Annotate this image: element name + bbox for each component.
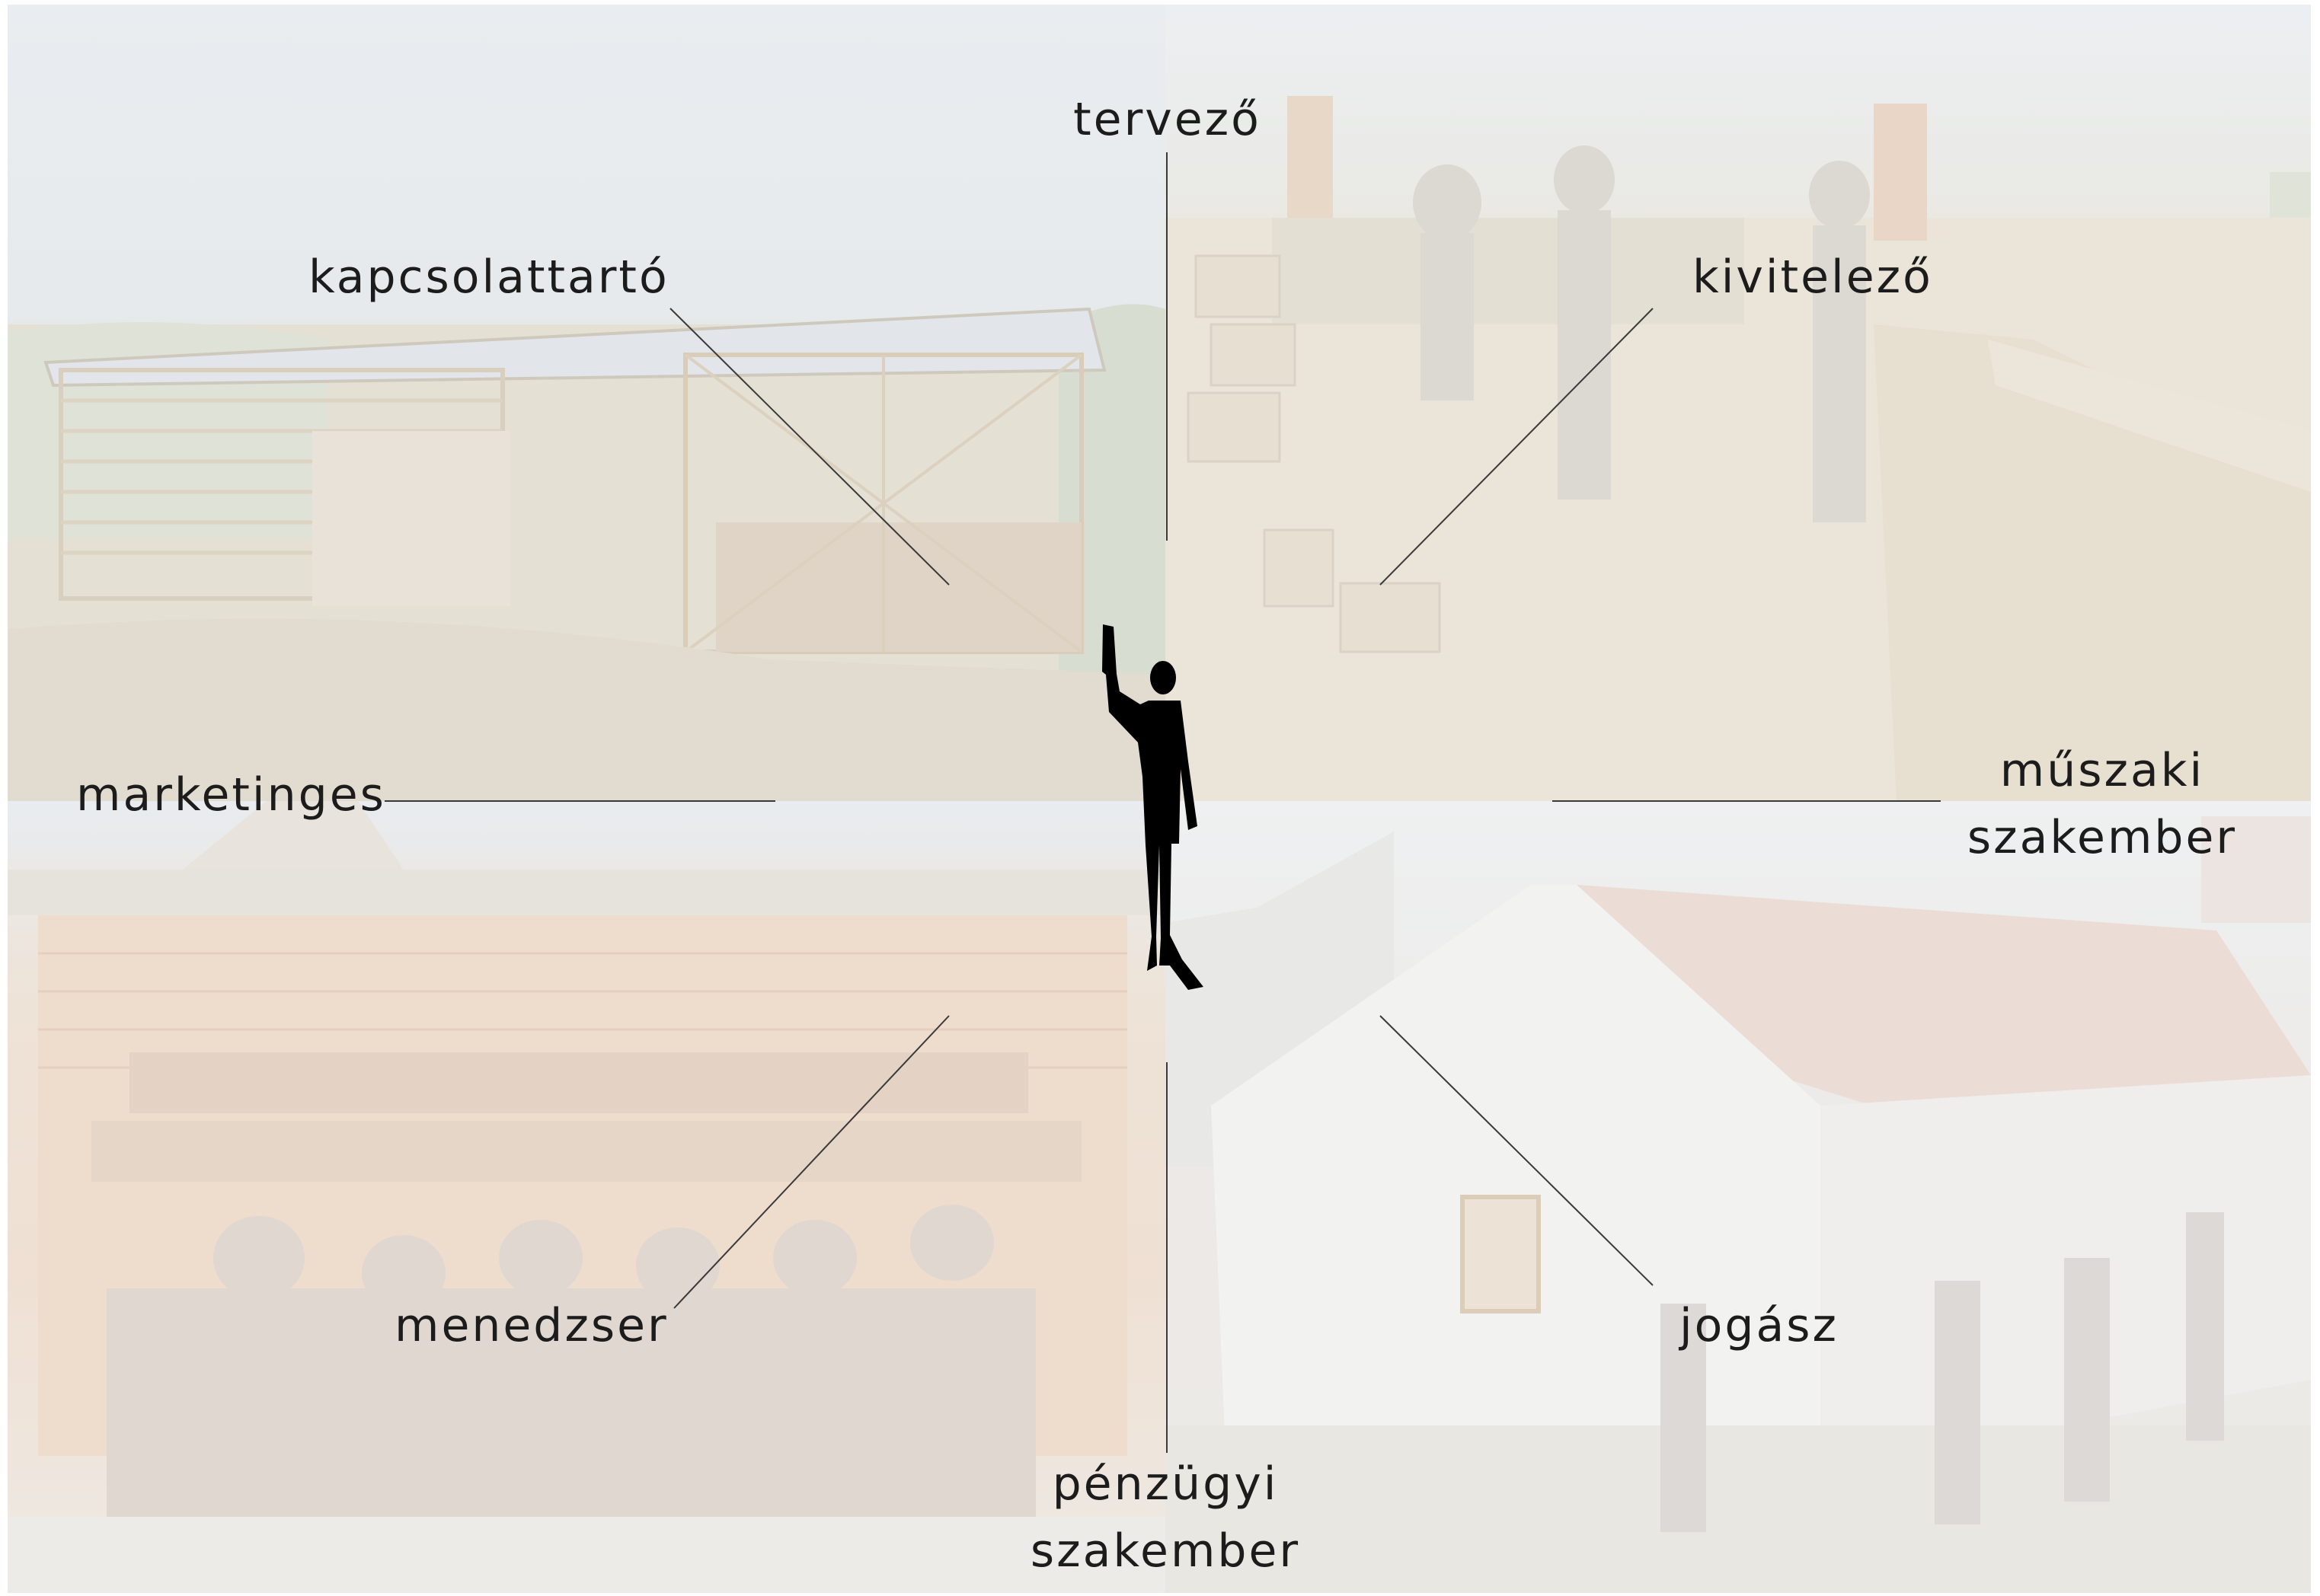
label-kapcsolattarto: kapcsolattartó: [308, 251, 669, 304]
construction-frame-photo: [8, 5, 1165, 801]
group-photo: [8, 801, 1165, 1593]
connector-kivitelezo: [1379, 308, 1654, 586]
house-visit-photo: [1165, 801, 2311, 1593]
label-muszaki-szakember: műszaki szakember: [1965, 737, 2239, 871]
label-menedzser: menedzser: [395, 1299, 669, 1352]
label-penzugyi-szakember: pénzügyi szakember: [1021, 1451, 1310, 1585]
label-penzugyi-line1: pénzügyi: [1052, 1457, 1279, 1511]
connector-jogasz: [1379, 1015, 1654, 1286]
label-penzugyi-line2: szakember: [1030, 1524, 1301, 1578]
label-tervezo: tervező: [1073, 93, 1261, 146]
label-jogasz: jogász: [1679, 1299, 1839, 1352]
wall-building-photo: [1165, 5, 2311, 801]
label-marketinges: marketinges: [76, 768, 386, 822]
label-muszaki-line2: szakember: [1967, 811, 2238, 864]
label-muszaki-line1: műszaki: [1999, 744, 2205, 797]
label-kivitelezo: kivitelező: [1692, 251, 1933, 304]
connector-kapcsolattarto: [669, 308, 950, 586]
connector-menedzser: [673, 1015, 950, 1309]
